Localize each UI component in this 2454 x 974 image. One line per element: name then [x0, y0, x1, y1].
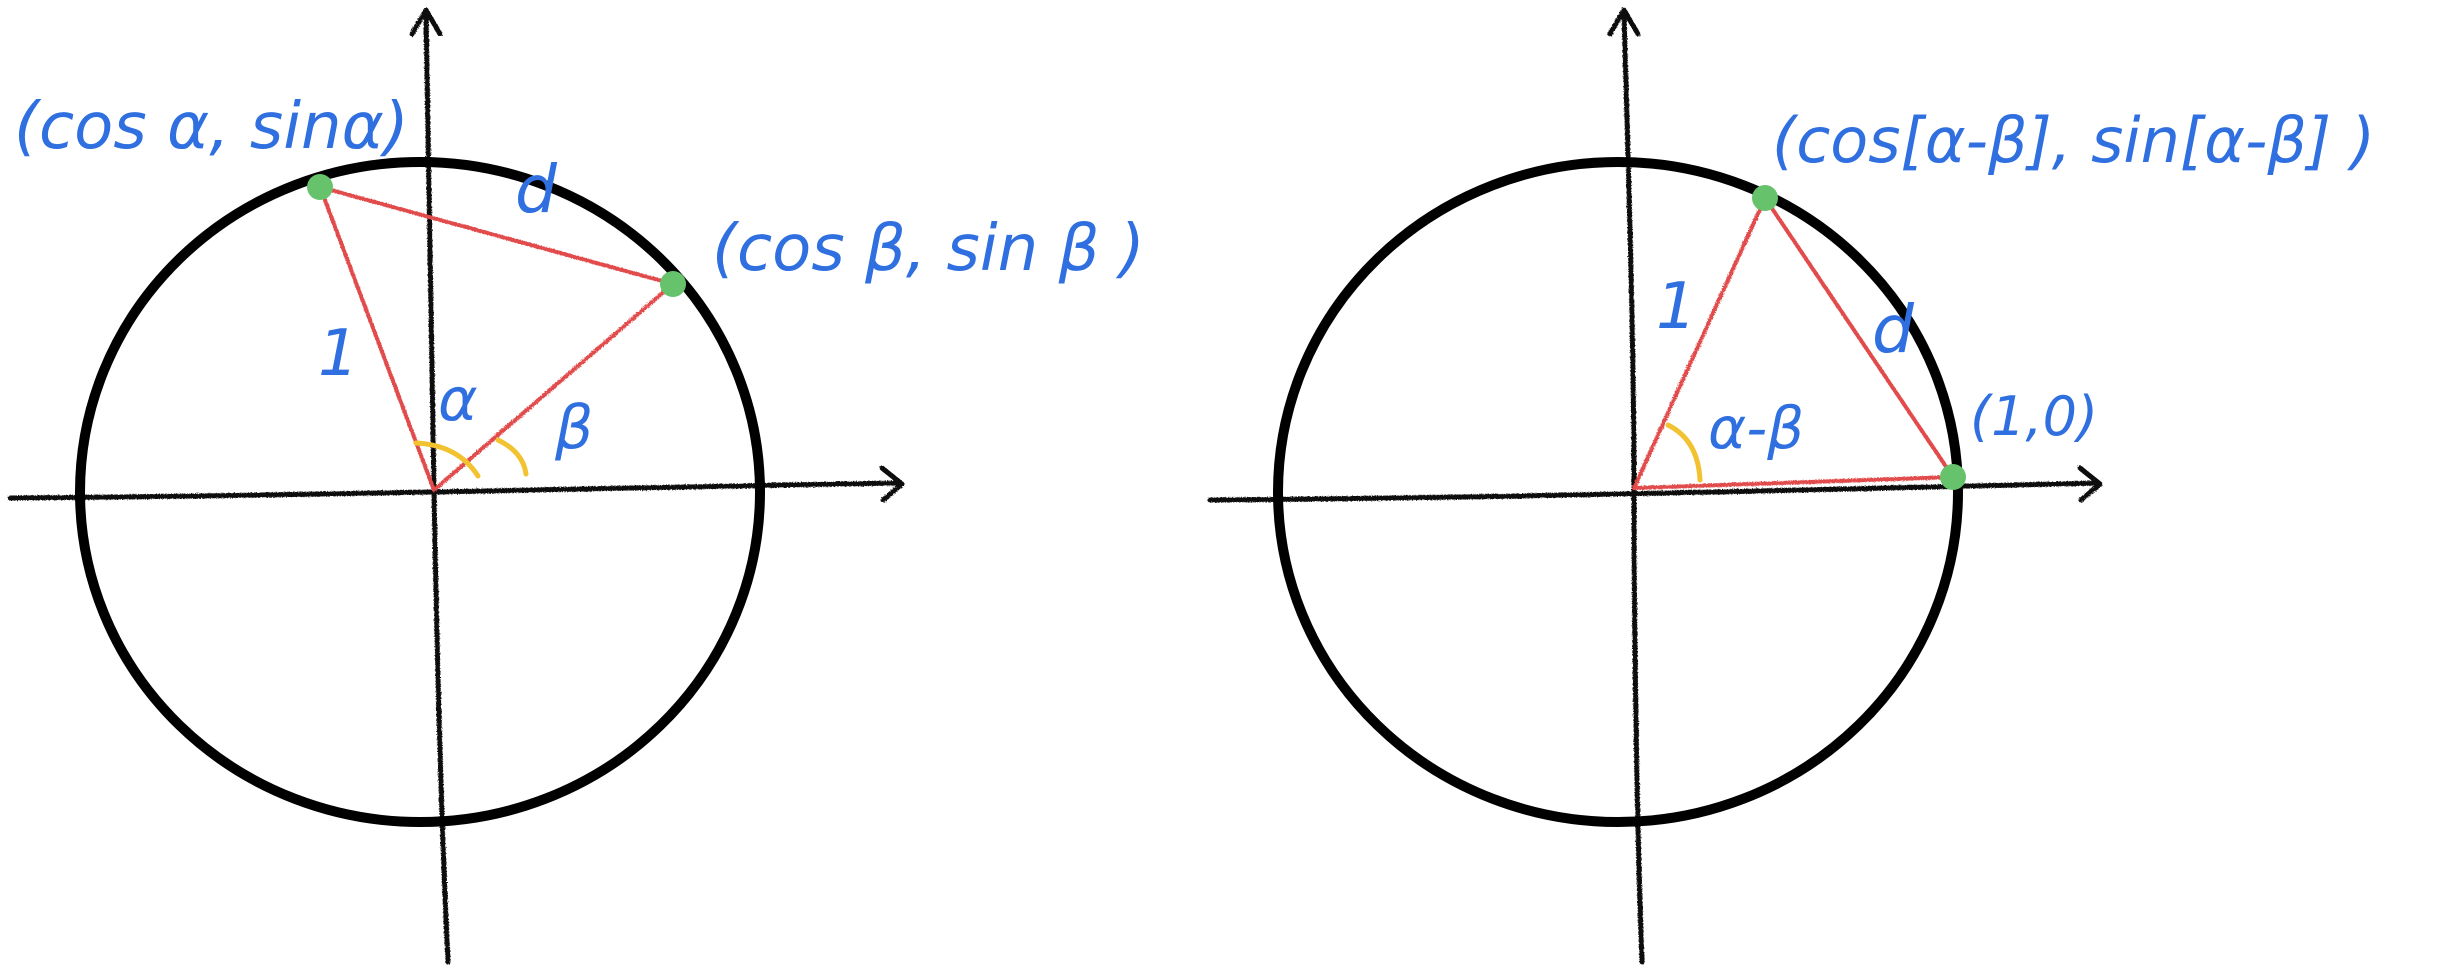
- left-label-point-alpha: (cos α, sinα): [14, 90, 409, 164]
- right-point-one-zero: [1940, 464, 1966, 490]
- left-angle-arc-alpha: [413, 440, 481, 479]
- left-side-alpha-to-beta: [318, 185, 675, 286]
- left-label-side-d: d: [515, 151, 558, 228]
- right-unit-circle: [1273, 157, 1963, 827]
- right-side-diff-to-one-zero: [1763, 196, 1955, 479]
- right-label-point-diff: (cos[α-β], sin[α-β] ): [1772, 104, 2375, 177]
- right-y-arrowhead: [1607, 7, 1641, 37]
- left-triangle: [318, 185, 675, 492]
- left-label-angle-alpha: α: [438, 365, 478, 435]
- left-angle-arc-beta: [495, 437, 529, 477]
- right-diagram: (cos[α-β], sin[α-β] ) (1,0) 1 d α-β: [1207, 7, 2375, 965]
- left-x-arrowhead: [879, 465, 905, 503]
- left-unit-circle: [75, 157, 765, 827]
- right-side-origin-to-one-zero: [1632, 475, 1955, 490]
- right-label-point-one-zero: (1,0): [1970, 385, 2098, 448]
- right-triangle: [1632, 196, 1955, 490]
- right-side-origin-to-diff: [1632, 196, 1767, 490]
- left-point-alpha: [307, 174, 333, 200]
- right-point-diff: [1752, 185, 1778, 211]
- right-label-side-d: d: [1872, 291, 1915, 368]
- right-x-axis: [1207, 480, 2101, 503]
- left-label-angle-beta: β: [554, 393, 593, 463]
- right-angle-arc-diff: [1665, 422, 1703, 483]
- left-point-beta: [660, 271, 686, 297]
- left-side-origin-to-beta: [432, 282, 675, 492]
- left-side-origin-to-alpha: [318, 185, 436, 492]
- right-label-angle-diff: α-β: [1708, 394, 1804, 462]
- left-label-side-one: 1: [318, 317, 359, 391]
- right-label-side-one: 1: [1656, 270, 1697, 344]
- right-x-arrowhead: [2077, 465, 2103, 503]
- left-y-arrowhead: [409, 7, 443, 37]
- left-x-axis: [7, 480, 903, 501]
- left-diagram: (cos α, sinα) (cos β, sin β ) 1 d α β: [7, 7, 1145, 965]
- left-label-point-beta: (cos β, sin β ): [712, 212, 1145, 286]
